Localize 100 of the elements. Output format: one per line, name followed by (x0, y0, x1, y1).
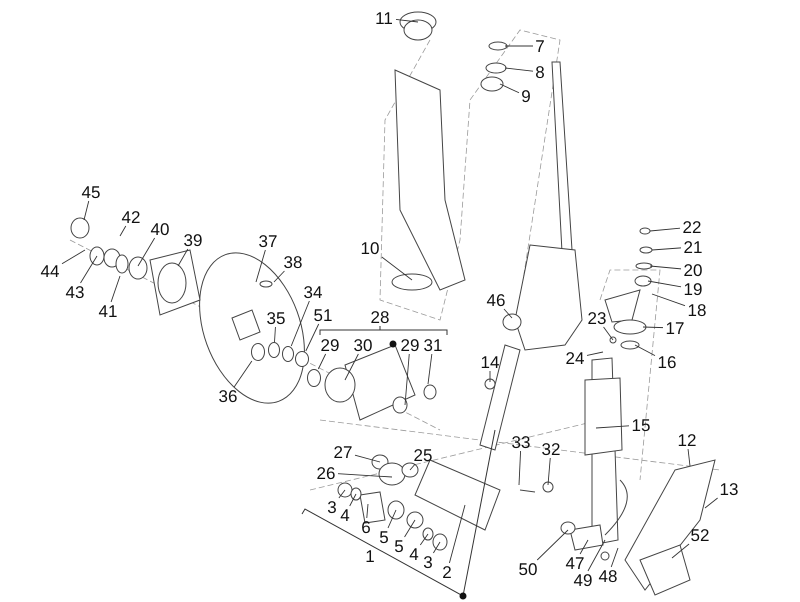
leader-line (536, 530, 568, 560)
callout-number: 17 (663, 319, 687, 337)
callout-number: 35 (264, 309, 288, 327)
leader-line (178, 248, 188, 266)
leader-line (704, 498, 718, 508)
leader-line (410, 464, 416, 470)
callout-number: 49 (571, 571, 595, 589)
callout-number: 21 (681, 238, 705, 256)
leader-line (138, 238, 156, 266)
leader-line (381, 256, 412, 280)
ring-part (307, 369, 321, 387)
leader-line (256, 250, 266, 282)
callout-number: 2 (440, 563, 454, 581)
leader-line (305, 324, 320, 352)
leader-line (548, 458, 551, 486)
leader-line (404, 520, 416, 538)
callout-number: 6 (359, 518, 373, 536)
leader-line (504, 308, 512, 318)
leader-line (80, 256, 98, 284)
callout-number: 46 (484, 291, 508, 309)
callout-number: 29 (398, 336, 422, 354)
ring-part (295, 351, 309, 367)
leader-line (404, 354, 410, 406)
callout-number: 20 (681, 261, 705, 279)
leader-line (642, 326, 664, 328)
leader-line (432, 542, 440, 554)
leader-line (634, 344, 656, 356)
callout-number: 24 (563, 349, 587, 367)
leader-line (650, 266, 682, 270)
leader-line (234, 360, 252, 388)
leader-line (420, 534, 428, 546)
callout-number: 9 (519, 87, 533, 105)
leader-line (274, 270, 285, 282)
callout-number: 33 (509, 433, 533, 451)
leader-line (396, 18, 418, 22)
callout-number: 44 (38, 262, 62, 280)
leader-line (586, 352, 604, 356)
callout-number: 41 (96, 302, 120, 320)
leader-line (448, 504, 466, 564)
callout-number: 52 (688, 526, 712, 544)
callout-number: 14 (478, 353, 502, 371)
callout-number: 51 (311, 306, 335, 324)
callout-number: 43 (63, 283, 87, 301)
leader-line (354, 454, 380, 462)
leader-line (596, 425, 630, 428)
leader-line (652, 294, 686, 306)
leader-line (318, 354, 326, 370)
leader-line (588, 540, 606, 572)
leader-line (672, 544, 690, 558)
callout-number: 3 (325, 498, 339, 516)
leader-line (338, 490, 346, 498)
callout-number: 47 (563, 554, 587, 572)
callout-number: 32 (539, 440, 563, 458)
callout-number: 3 (421, 553, 435, 571)
callout-number: 27 (331, 443, 355, 461)
callout-number: 30 (351, 336, 375, 354)
leader-line (120, 226, 126, 236)
callout-number: 13 (717, 480, 741, 498)
callout-number: 22 (680, 218, 704, 236)
callout-number: 8 (533, 63, 547, 81)
callout-number: 39 (181, 231, 205, 249)
callout-number: 10 (358, 239, 382, 257)
leader-line (110, 276, 120, 302)
leader-line (349, 494, 356, 506)
leader-line (366, 504, 368, 518)
callout-number: 12 (675, 431, 699, 449)
leader-line (518, 450, 522, 486)
callout-number: 31 (421, 336, 445, 354)
callout-number: 37 (256, 232, 280, 250)
callout-number: 5 (392, 537, 406, 555)
callout-number: 40 (148, 220, 172, 238)
leader-line (603, 326, 614, 340)
callout-number: 1 (363, 547, 377, 565)
leader-line (274, 326, 276, 342)
callout-number: 28 (368, 308, 392, 326)
callout-number: 38 (281, 253, 305, 271)
leader-line (504, 68, 534, 72)
leader-line (652, 247, 682, 250)
leader-line (344, 354, 359, 380)
callout-number: 11 (372, 9, 396, 27)
callout-number: 4 (338, 506, 352, 524)
leader-line (62, 250, 86, 264)
callout-number: 50 (516, 560, 540, 578)
leader-line (650, 228, 680, 232)
callout-number: 18 (685, 301, 709, 319)
callout-number: 25 (411, 446, 435, 464)
leader-line (338, 473, 392, 478)
callout-number: 42 (119, 208, 143, 226)
callout-number: 16 (655, 353, 679, 371)
leader-line (500, 84, 520, 94)
callout-number: 23 (585, 309, 609, 327)
callout-number: 26 (314, 464, 338, 482)
leader-line (290, 300, 310, 346)
callout-number: 7 (533, 37, 547, 55)
callout-number: 4 (407, 545, 421, 563)
callout-number: 5 (377, 528, 391, 546)
callout-number: 19 (681, 280, 705, 298)
leader-line (388, 510, 396, 528)
callout-number: 45 (79, 183, 103, 201)
leader-line (648, 280, 682, 288)
